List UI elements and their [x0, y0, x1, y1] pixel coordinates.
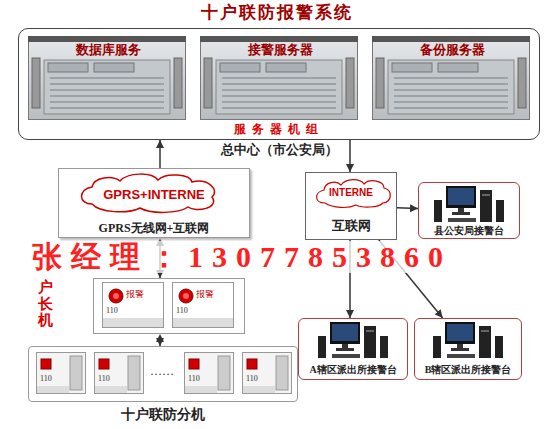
connector — [349, 140, 351, 172]
connector — [159, 140, 161, 168]
device-text: 110 — [40, 374, 52, 383]
node-text: 备份服务器 — [420, 43, 485, 58]
connector — [397, 207, 418, 209]
device-text: 110 — [106, 306, 118, 315]
server: 备份服务器 — [373, 37, 531, 121]
cloud — [317, 180, 391, 208]
node-text: GPRS+INTERNE — [103, 188, 205, 203]
node-text: 服务器机组 — [234, 123, 324, 137]
network-box: GPRS+INTERNE GPRS无线网+互联网 — [58, 168, 250, 238]
server-picture — [28, 36, 186, 120]
console-box: B辖区派出所接警台 — [414, 318, 522, 380]
server-picture — [372, 36, 530, 120]
cloud — [82, 174, 215, 212]
watermark: 张经理：13077853860 — [32, 241, 452, 273]
master-unit-picture — [173, 283, 234, 328]
node-text: 十户联防分机 — [121, 407, 205, 423]
connector — [159, 334, 161, 346]
network-box: INTERNE 互联网 — [305, 172, 397, 240]
device-text: 110 — [176, 306, 188, 315]
sub-unit-picture — [95, 353, 144, 394]
node-text: 互联网 — [332, 219, 371, 234]
sub-unit-picture — [37, 353, 86, 394]
node-text: 县公安局接警台 — [434, 225, 504, 237]
device-text: 110 — [188, 374, 200, 383]
sub-unit-picture — [243, 353, 292, 394]
node-text: GPRS无线网+互联网 — [99, 222, 210, 236]
device-text: 110 — [98, 374, 110, 383]
sub-unit-picture — [185, 353, 234, 394]
console-box: 县公安局接警台 — [418, 182, 520, 239]
node-text: 总中心（市公安局） — [221, 143, 338, 158]
server-picture — [200, 36, 358, 120]
device-text: 报警 — [196, 289, 214, 299]
computer-picture — [434, 186, 504, 222]
server: 数据库服务 — [29, 37, 187, 121]
server: 接警服务器 — [201, 37, 359, 121]
server-group: 服务器机组总中心（市公安局）数据库服务接警服务器备份服务器 — [18, 28, 540, 140]
computer-picture — [433, 322, 503, 358]
node-text: B辖区派出所接警台 — [425, 364, 512, 376]
master-unit-picture — [103, 283, 164, 328]
console-box: A辖区派出所接警台 — [298, 318, 408, 380]
device-text: 110 — [246, 374, 258, 383]
device-text: 报警 — [126, 289, 144, 299]
node-text: 户长机 — [38, 279, 53, 329]
node-text: A辖区派出所接警台 — [309, 364, 396, 376]
ellipsis: …… — [150, 365, 174, 379]
node-text: 接警服务器 — [248, 43, 313, 58]
computer-picture — [318, 322, 388, 358]
node-text: INTERNE — [329, 187, 373, 199]
diagram-title: 十户联防报警系统 — [201, 3, 353, 23]
node-text: 数据库服务 — [76, 43, 141, 58]
